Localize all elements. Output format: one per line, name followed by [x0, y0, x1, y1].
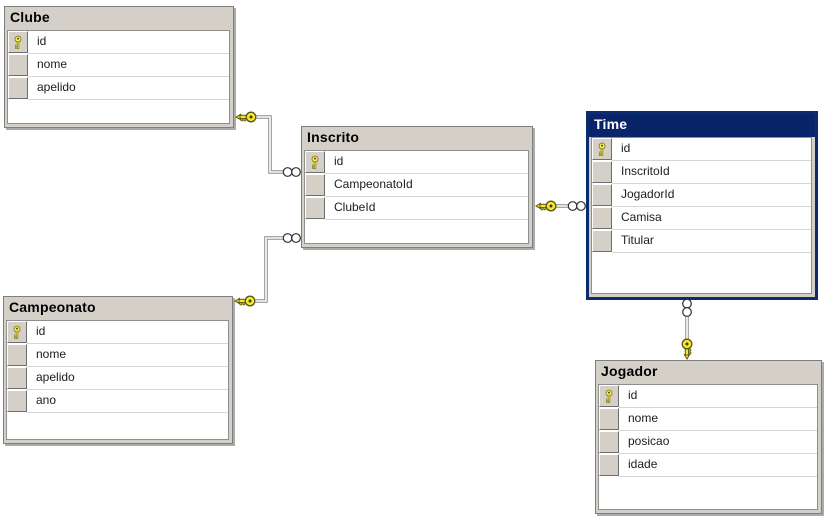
column-name: InscritoId: [612, 161, 811, 184]
one-key-icon: [535, 200, 557, 212]
column-row[interactable]: idade: [599, 454, 817, 477]
column-name: id: [325, 151, 528, 174]
column-row[interactable]: nome: [7, 344, 228, 367]
column-name: nome: [27, 344, 228, 367]
column-name: nome: [619, 408, 817, 431]
row-selector[interactable]: [599, 431, 619, 453]
row-selector[interactable]: [305, 151, 325, 173]
table-node-inscrito[interactable]: Inscrito id CampeonatoId ClubeId: [301, 126, 533, 248]
column-name: posicao: [619, 431, 817, 454]
column-row[interactable]: apelido: [8, 77, 229, 100]
column-grid: id nome posicao idade: [598, 384, 818, 510]
table-node-time[interactable]: Time id InscritoId JogadorId Camisa Titu…: [586, 111, 818, 300]
column-grid: id InscritoId JogadorId Camisa Titular: [591, 137, 812, 294]
column-row[interactable]: CampeonatoId: [305, 174, 528, 197]
column-row[interactable]: apelido: [7, 367, 228, 390]
column-name: apelido: [27, 367, 228, 390]
column-row[interactable]: nome: [599, 408, 817, 431]
column-name: JogadorId: [612, 184, 811, 207]
primary-key-icon: [13, 325, 21, 339]
primary-key-icon: [311, 155, 319, 169]
column-name: idade: [619, 454, 817, 477]
table-node-jogador[interactable]: Jogador id nome posicao idade: [595, 360, 822, 514]
column-name: id: [612, 138, 811, 161]
column-name: id: [619, 385, 817, 408]
row-selector[interactable]: [599, 408, 619, 430]
table-header[interactable]: Time: [589, 114, 815, 137]
column-grid: id nome apelido: [7, 30, 230, 124]
column-name: id: [28, 31, 229, 54]
one-key-icon: [235, 111, 257, 123]
column-row[interactable]: JogadorId: [592, 184, 811, 207]
row-selector[interactable]: [7, 390, 27, 412]
column-name: nome: [28, 54, 229, 77]
row-selector[interactable]: [592, 230, 612, 252]
relationship-campeonato-inscrito[interactable]: [234, 233, 301, 307]
column-grid: id nome apelido ano: [6, 320, 229, 440]
column-name: ClubeId: [325, 197, 528, 220]
column-row[interactable]: Titular: [592, 230, 811, 253]
table-header[interactable]: Clube: [5, 7, 233, 30]
column-name: CampeonatoId: [325, 174, 528, 197]
row-selector[interactable]: [8, 54, 28, 76]
row-selector[interactable]: [592, 161, 612, 183]
column-row[interactable]: id: [8, 31, 229, 54]
relationship-jogador-time[interactable]: [681, 298, 693, 360]
primary-key-icon: [14, 35, 22, 49]
row-selector[interactable]: [7, 344, 27, 366]
column-row[interactable]: Camisa: [592, 207, 811, 230]
row-selector[interactable]: [305, 174, 325, 196]
column-name: id: [27, 321, 228, 344]
table-node-campeonato[interactable]: Campeonato id nome apelido ano: [3, 296, 233, 444]
table-node-clube[interactable]: Clube id nome apelido: [4, 6, 234, 128]
many-infinity-icon: [282, 233, 301, 243]
table-header[interactable]: Jogador: [596, 361, 821, 384]
row-selector[interactable]: [305, 197, 325, 219]
one-key-icon: [681, 338, 693, 360]
row-selector[interactable]: [599, 385, 619, 407]
column-row[interactable]: nome: [8, 54, 229, 77]
one-key-icon: [234, 295, 256, 307]
relationship-inscrito-time[interactable]: [535, 200, 586, 212]
row-selector[interactable]: [7, 321, 27, 343]
column-name: Titular: [612, 230, 811, 253]
column-row[interactable]: posicao: [599, 431, 817, 454]
column-row[interactable]: id: [599, 385, 817, 408]
row-selector[interactable]: [7, 367, 27, 389]
primary-key-icon: [598, 142, 606, 156]
column-row[interactable]: id: [592, 138, 811, 161]
column-grid: id CampeonatoId ClubeId: [304, 150, 529, 244]
many-infinity-icon: [282, 167, 301, 177]
row-selector[interactable]: [8, 31, 28, 53]
row-selector[interactable]: [8, 77, 28, 99]
row-selector[interactable]: [592, 138, 612, 160]
many-infinity-icon: [567, 201, 586, 211]
row-selector[interactable]: [592, 184, 612, 206]
column-name: apelido: [28, 77, 229, 100]
row-selector[interactable]: [599, 454, 619, 476]
column-row[interactable]: InscritoId: [592, 161, 811, 184]
table-header[interactable]: Inscrito: [302, 127, 532, 150]
table-header[interactable]: Campeonato: [4, 297, 232, 320]
row-selector[interactable]: [592, 207, 612, 229]
column-row[interactable]: ClubeId: [305, 197, 528, 220]
primary-key-icon: [605, 389, 613, 403]
column-name: Camisa: [612, 207, 811, 230]
column-row[interactable]: id: [7, 321, 228, 344]
column-row[interactable]: id: [305, 151, 528, 174]
column-name: ano: [27, 390, 228, 413]
many-infinity-icon: [682, 298, 692, 317]
relationship-clube-inscrito[interactable]: [235, 111, 301, 177]
column-row[interactable]: ano: [7, 390, 228, 413]
